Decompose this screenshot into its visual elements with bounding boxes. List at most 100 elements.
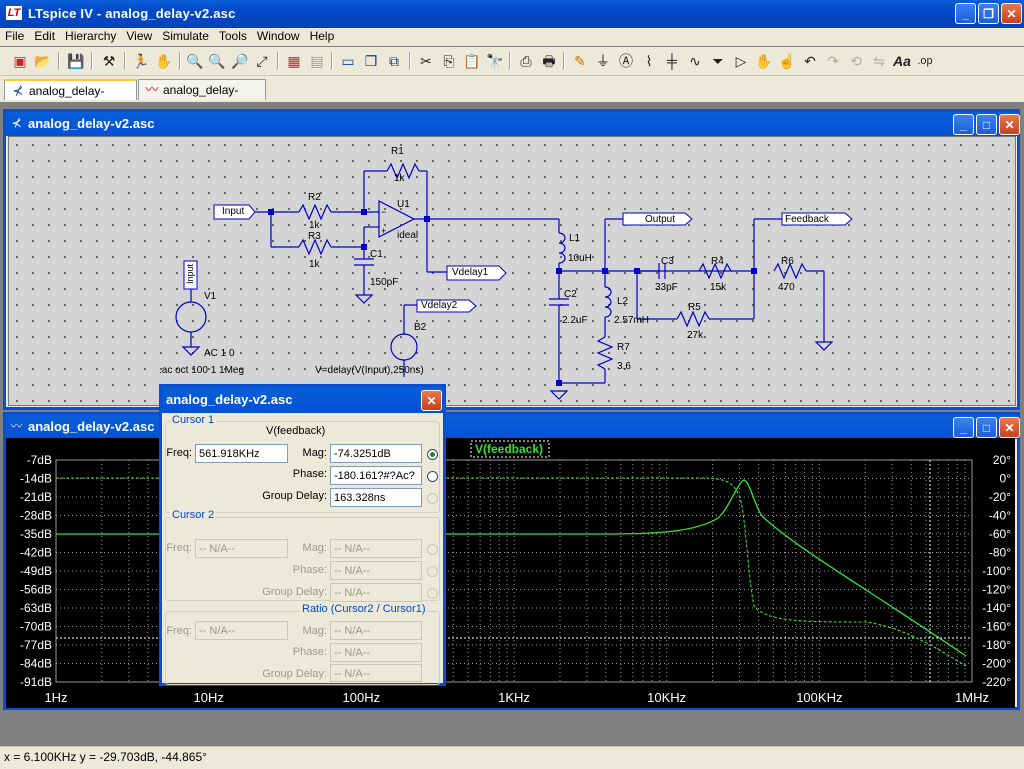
- redo-icon[interactable]: ↷: [827, 53, 839, 69]
- waveform-minimize-button[interactable]: _: [953, 417, 974, 438]
- cursor1-group-delay-field[interactable]: 163.328ns: [330, 488, 422, 507]
- x-tick: 1MHz: [955, 690, 989, 705]
- ground-icon[interactable]: ⏚: [596, 53, 610, 69]
- menu-window[interactable]: Window: [256, 29, 300, 43]
- zoom-out-icon[interactable]: 🔎: [231, 53, 249, 69]
- cursor1-mag-radio[interactable]: [427, 449, 438, 460]
- net-label-input[interactable]: Input: [222, 206, 245, 217]
- open-file-icon[interactable]: 📂: [34, 53, 52, 69]
- schematic-minimize-button[interactable]: _: [953, 114, 974, 135]
- cursor2-group-delay-field[interactable]: -- N/A--: [330, 583, 422, 602]
- y-tick-left: -49dB: [20, 564, 52, 578]
- menu-edit[interactable]: Edit: [34, 29, 56, 43]
- tile-windows-icon[interactable]: ▭: [341, 53, 355, 69]
- schematic-window-titlebar[interactable]: ⊀ analog_delay-v2.asc _ □ ✕: [6, 112, 1020, 136]
- r4-value: 15k: [710, 282, 727, 293]
- menu-file[interactable]: File: [5, 29, 25, 43]
- net-label-input-source[interactable]: Input: [185, 264, 195, 285]
- cursor2-group-label: Cursor 2: [170, 509, 217, 521]
- waveform-maximize-button[interactable]: □: [976, 417, 997, 438]
- waveform-plot-svg[interactable]: -7dB-14dB-21dB-28dB-35dB-42dB-49dB-56dB-…: [6, 438, 1015, 708]
- menu-hierarchy[interactable]: Hierarchy: [65, 29, 117, 43]
- waveform-window-titlebar[interactable]: 〰 analog_delay-v2.asc _ □ ✕: [6, 415, 1020, 439]
- move-icon[interactable]: ✋: [755, 53, 773, 69]
- paste-icon[interactable]: 📋: [463, 53, 481, 69]
- cascade-windows-icon[interactable]: ❐: [364, 53, 378, 69]
- resistor-icon[interactable]: ⌇: [645, 53, 653, 69]
- diode-icon[interactable]: ⏷: [712, 53, 724, 69]
- menu-tools[interactable]: Tools: [218, 29, 247, 43]
- cursor-dialog[interactable]: analog_delay-v2.asc ✕ Cursor 1 V(feedbac…: [159, 384, 446, 686]
- cursor1-freq-field[interactable]: 561.918KHz: [195, 444, 288, 463]
- pan-icon[interactable]: 🔍: [208, 53, 226, 69]
- net-label-feedback[interactable]: Feedback: [785, 214, 829, 225]
- halt-icon[interactable]: ✋: [155, 53, 173, 69]
- label-net-icon[interactable]: Ⓐ: [619, 53, 633, 69]
- ratio-mag-field[interactable]: -- N/A--: [330, 621, 422, 640]
- schematic-maximize-button[interactable]: □: [976, 114, 997, 135]
- cursor-dialog-titlebar[interactable]: analog_delay-v2.asc ✕: [162, 387, 443, 413]
- print-icon[interactable]: 🖶: [542, 53, 556, 69]
- waveform-close-button[interactable]: ✕: [999, 417, 1020, 438]
- spice-directive-icon[interactable]: .op: [917, 55, 933, 67]
- capacitor-icon[interactable]: ╪: [667, 53, 677, 69]
- new-schematic-icon[interactable]: ▣: [13, 53, 27, 69]
- y-tick-right: -80°: [989, 546, 1011, 560]
- cursor2-phase-radio[interactable]: [427, 566, 438, 577]
- net-label-output[interactable]: Output: [645, 214, 676, 225]
- undo-icon[interactable]: ↶: [804, 53, 816, 69]
- cut-icon[interactable]: ✂: [420, 53, 432, 69]
- drag-icon[interactable]: ☝: [778, 53, 796, 69]
- draw-wire-icon[interactable]: ✎: [574, 53, 586, 69]
- restore-button[interactable]: ❐: [978, 3, 999, 24]
- phase-trace[interactable]: [56, 477, 967, 667]
- print-setup-icon[interactable]: ⎙: [520, 53, 532, 69]
- cursor2-group-delay-radio[interactable]: [427, 588, 438, 599]
- find-icon[interactable]: 🔭: [486, 53, 504, 69]
- component-icon[interactable]: ▷: [735, 53, 747, 69]
- run-icon[interactable]: 🏃: [132, 53, 150, 69]
- rotate-icon[interactable]: ⟲: [850, 53, 862, 69]
- cursor1-mag-field[interactable]: -74.3251dB: [330, 444, 422, 463]
- cursor2-phase-field[interactable]: -- N/A--: [330, 561, 422, 580]
- magnitude-trace[interactable]: [56, 479, 967, 657]
- cursor-dialog-close-button[interactable]: ✕: [421, 390, 442, 411]
- ratio-group-delay-field[interactable]: -- N/A--: [330, 664, 422, 682]
- cursor1-group-delay-radio[interactable]: [427, 493, 438, 504]
- autorange-icon[interactable]: ▦: [287, 53, 301, 69]
- ac-directive[interactable]: .ac oct 100 1 1Meg: [159, 365, 245, 376]
- net-label-vdelay2[interactable]: Vdelay2: [421, 300, 458, 311]
- control-panel-icon[interactable]: ⚒: [102, 53, 116, 69]
- cursor2-mag-radio[interactable]: [427, 544, 438, 555]
- zoom-fit-icon[interactable]: ⤢: [256, 53, 268, 69]
- copy-icon[interactable]: ⎘: [443, 53, 455, 69]
- cursor2-freq-field[interactable]: -- N/A--: [195, 539, 288, 558]
- pick-visible-traces-icon[interactable]: ▤: [310, 53, 324, 69]
- inductor-icon[interactable]: ∿: [689, 53, 701, 69]
- l1-value: 10uH: [568, 253, 592, 264]
- menu-view[interactable]: View: [126, 29, 153, 43]
- x-tick: 10KHz: [647, 690, 686, 705]
- ratio-freq-field[interactable]: -- N/A--: [195, 621, 288, 640]
- trace-label[interactable]: V(feedback): [475, 442, 543, 456]
- save-icon[interactable]: 💾: [67, 53, 85, 69]
- schematic-canvas[interactable]: − + R1 1k R2 1k R3 1k U1 ideal C1 150pF …: [8, 136, 1016, 406]
- close-button[interactable]: ✕: [1001, 3, 1022, 24]
- net-label-vdelay1[interactable]: Vdelay1: [452, 267, 489, 278]
- cursor2-mag-field[interactable]: -- N/A--: [330, 539, 422, 558]
- text-icon[interactable]: Aa: [893, 53, 911, 69]
- zoom-in-icon[interactable]: 🔍: [186, 53, 204, 69]
- menu-simulate[interactable]: Simulate: [162, 29, 209, 43]
- app-title-bar[interactable]: LT LTspice IV - analog_delay-v2.asc _ ❐ …: [0, 0, 1024, 28]
- menu-help[interactable]: Help: [309, 29, 335, 43]
- cursor1-phase-radio[interactable]: [427, 471, 438, 482]
- minimize-button[interactable]: _: [955, 3, 976, 24]
- mirror-icon[interactable]: ⇋: [873, 53, 885, 69]
- tab-schematic[interactable]: ⊀ analog_delay-v2.asc: [4, 79, 137, 119]
- waveform-plot[interactable]: -7dB-14dB-21dB-28dB-35dB-42dB-49dB-56dB-…: [6, 438, 1015, 708]
- schematic-close-button[interactable]: ✕: [999, 114, 1020, 135]
- tab-waveform[interactable]: 〰 analog_delay-v2.asc: [138, 79, 266, 118]
- ratio-phase-field[interactable]: -- N/A--: [330, 643, 422, 662]
- cursor1-phase-field[interactable]: -180.161?#?Ac?: [330, 466, 422, 485]
- close-window-icon[interactable]: ⧉: [389, 53, 399, 69]
